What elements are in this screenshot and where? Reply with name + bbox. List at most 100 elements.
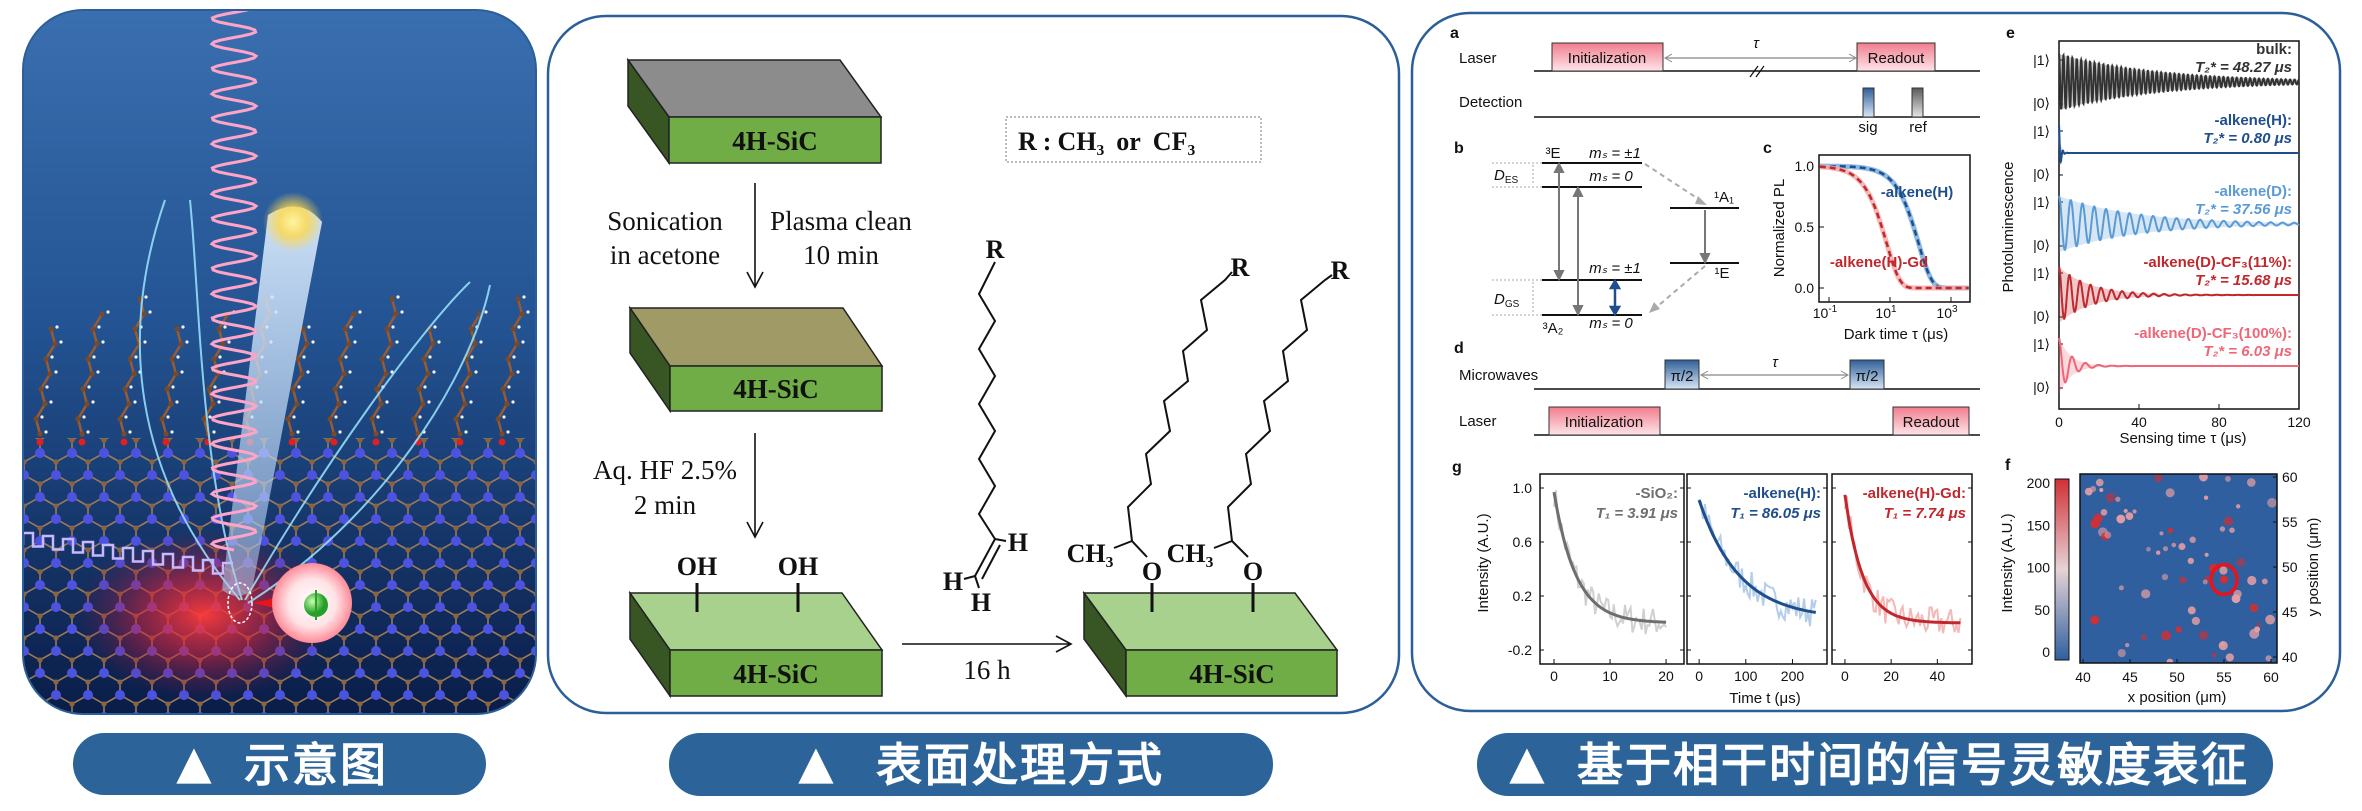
carbon-atom bbox=[346, 341, 352, 347]
series-label: -alkene(D): bbox=[2214, 183, 2292, 200]
coupling-loop bbox=[189, 199, 243, 601]
carbon-atom bbox=[389, 296, 395, 302]
carbon-atom bbox=[90, 326, 96, 332]
y-axis-label: Photoluminescence bbox=[2000, 162, 2017, 293]
hydrogen-atom bbox=[511, 400, 515, 404]
x-tick-label: 40 bbox=[1930, 668, 1946, 684]
y-tick-label: 0.2 bbox=[1513, 588, 1533, 604]
fluorescent-spot bbox=[2118, 585, 2124, 591]
fluorescent-spot bbox=[2161, 630, 2171, 641]
tick-base: 10 bbox=[1813, 305, 1829, 321]
series-label: -alkene(H)-Gd bbox=[1830, 254, 1928, 271]
hydrogen-atom bbox=[479, 340, 483, 344]
x-tick-label: 200 bbox=[1781, 668, 1805, 684]
arrow-head-icon bbox=[1649, 302, 1660, 313]
carbon-atom bbox=[509, 371, 515, 377]
hydrogen-atom bbox=[344, 355, 348, 359]
hydrogen-atom bbox=[212, 430, 216, 434]
fluorescent-spot bbox=[2219, 566, 2228, 575]
ref-label: ref bbox=[1909, 119, 1927, 136]
sig-label: sig bbox=[1858, 119, 1877, 136]
fit-curve bbox=[1552, 491, 1667, 624]
hydrogen-atom bbox=[418, 415, 422, 419]
r-option-ch3: CH₃ bbox=[1057, 127, 1104, 156]
d-es-label: DES bbox=[1494, 167, 1519, 186]
panel-label: c bbox=[1763, 140, 1772, 157]
product-r: R bbox=[1331, 256, 1350, 285]
fluorescent-spot bbox=[2235, 504, 2241, 509]
pi-half-pulse bbox=[1664, 359, 1700, 390]
fit-curve bbox=[1697, 499, 1817, 614]
readout-label: Readout bbox=[1903, 414, 1961, 431]
arrow-head-icon bbox=[1848, 53, 1858, 63]
arrow-head-icon bbox=[1608, 305, 1622, 317]
arrow-head-icon bbox=[1695, 196, 1707, 205]
oxygen-atom bbox=[330, 438, 338, 446]
h-bond bbox=[994, 538, 1007, 542]
x-tick-label: 0 bbox=[2055, 414, 2063, 430]
fluorescent-spot bbox=[2265, 655, 2272, 662]
carbon-atom bbox=[201, 416, 207, 422]
carbon-atom bbox=[327, 416, 333, 422]
carbon-atom bbox=[178, 341, 184, 347]
fluorescent-spot bbox=[2125, 512, 2134, 521]
hydrogen-atom bbox=[227, 340, 231, 344]
hydrogen-atom bbox=[339, 385, 343, 389]
hydrogen-atom bbox=[218, 355, 222, 359]
tau-label: τ bbox=[1753, 35, 1760, 52]
alkene-h: H bbox=[943, 567, 963, 596]
series-label: -SiO₂: bbox=[1636, 485, 1679, 502]
carbon-atom bbox=[411, 416, 417, 422]
carbon-atom bbox=[425, 371, 431, 377]
fluorescent-spot bbox=[2167, 527, 2174, 534]
carbon-atom bbox=[388, 341, 394, 347]
laser-label: Laser bbox=[1459, 413, 1497, 430]
fluorescent-spot bbox=[2090, 518, 2100, 529]
hydrogen-atom bbox=[353, 340, 357, 344]
carbon-atom bbox=[121, 431, 127, 437]
hydrogen-atom bbox=[128, 430, 132, 434]
carbon-atom bbox=[48, 326, 54, 332]
caption-schematic: ▲ 示意图 bbox=[73, 733, 486, 795]
singlet-a1-label: ¹A₁ bbox=[1714, 189, 1734, 206]
fluorescent-spot bbox=[2236, 557, 2246, 567]
r-sep: : bbox=[1043, 127, 1052, 156]
carbon-atom bbox=[420, 401, 426, 407]
panel-label: b bbox=[1454, 140, 1464, 157]
fluorescent-spot bbox=[2212, 653, 2217, 658]
hydrogen-atom bbox=[502, 415, 506, 419]
fit-curve bbox=[1819, 164, 1969, 290]
arrow-head-icon bbox=[1553, 161, 1565, 173]
reference-gate bbox=[1911, 87, 1924, 118]
series-label: bulk: bbox=[2256, 41, 2292, 58]
carbon-atom bbox=[220, 341, 226, 347]
carbon-atom bbox=[458, 386, 464, 392]
hydrogen-atom bbox=[91, 400, 95, 404]
fluorescent-spot bbox=[2202, 579, 2208, 585]
fluorescent-spot bbox=[2225, 653, 2234, 662]
carbon-atom bbox=[304, 341, 310, 347]
fluorescent-spot bbox=[2100, 509, 2108, 516]
hydrogen-atom bbox=[396, 295, 400, 299]
hydrogen-atom bbox=[343, 400, 347, 404]
substrate-hydroxylated bbox=[628, 590, 884, 699]
carbon-atom bbox=[430, 341, 436, 347]
fluorescent-spot bbox=[2261, 578, 2268, 585]
singlet-e-label: ¹E bbox=[1715, 265, 1730, 282]
fluorescent-spot bbox=[2117, 648, 2126, 658]
hydrogen-atom bbox=[297, 385, 301, 389]
fluorescent-spot bbox=[2141, 589, 2151, 599]
carbon-atom bbox=[332, 386, 338, 392]
carbon-atom bbox=[369, 416, 375, 422]
x-tick-label: 50 bbox=[2169, 669, 2185, 685]
coupling-loop bbox=[244, 281, 471, 601]
carbon-atom bbox=[211, 356, 217, 362]
t2-star-label: T₂* = 15.68 μs bbox=[2195, 272, 2292, 289]
series-label: -alkene(D)-CF₃(11%): bbox=[2143, 254, 2292, 271]
hydrogen-atom bbox=[522, 295, 526, 299]
raw-data bbox=[1553, 490, 1667, 635]
x-tick-label: 20 bbox=[1658, 668, 1674, 684]
arrow-head-icon bbox=[1699, 370, 1709, 380]
